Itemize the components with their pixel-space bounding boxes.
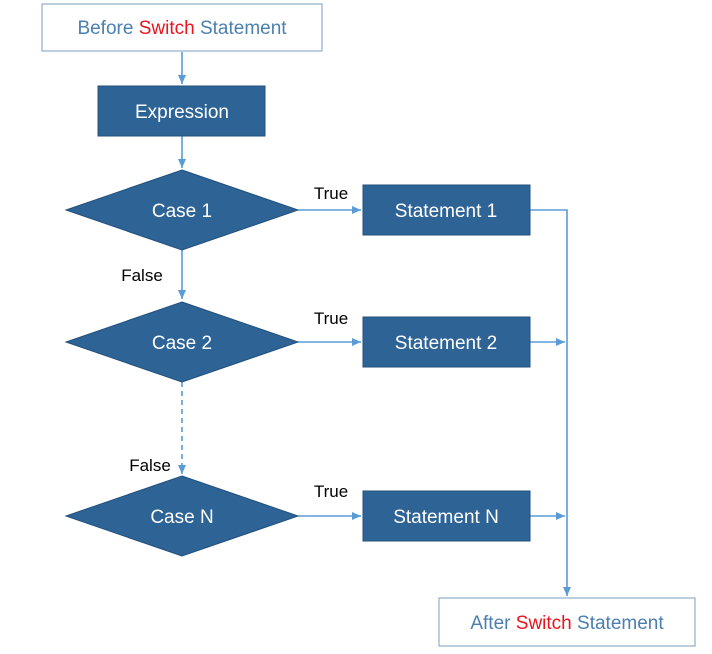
svg-text:Before Switch Stat: Before Switch Statement — [77, 18, 287, 39]
end-keyword: Switch — [516, 613, 572, 634]
end-prefix: After — [470, 613, 511, 634]
start-terminal: Before Switch Statement — [41, 3, 323, 52]
start-suffix: Statement — [200, 18, 287, 39]
statement-2-label: Statement 2 — [395, 333, 497, 354]
case-2-decision: Case 2 — [64, 301, 300, 383]
case-n-true-label: True — [314, 482, 348, 501]
connectors — [178, 52, 571, 596]
statement-2-node: Statement 2 — [362, 316, 531, 368]
case-1-true-label: True — [314, 184, 348, 203]
case-1-false-label: False — [121, 266, 163, 285]
expression-node: Expression — [97, 85, 266, 137]
statement-1-label: Statement 1 — [395, 201, 497, 222]
case-2-label: Case 2 — [152, 333, 212, 354]
case-1-decision: Case 1 — [64, 169, 300, 251]
statement-n-node: Statement N — [362, 490, 531, 542]
case-1-label: Case 1 — [152, 201, 212, 222]
case-2-true-label: True — [314, 309, 348, 328]
end-terminal: After Switch Statement — [438, 597, 696, 647]
statement-n-label: Statement N — [393, 507, 499, 528]
start-keyword: Switch — [139, 18, 195, 39]
start-prefix: Before — [77, 18, 133, 39]
connector-statement-1-to-merge — [530, 209, 571, 596]
statement-1-node: Statement 1 — [362, 184, 531, 236]
case-n-decision: Case N — [64, 475, 300, 557]
case-n-label: Case N — [150, 507, 213, 528]
end-suffix: Statement — [577, 613, 664, 634]
svg-text:After Switch State: After Switch Statement — [470, 613, 664, 634]
expression-label: Expression — [135, 102, 229, 123]
case-2-false-label: False — [129, 456, 171, 475]
